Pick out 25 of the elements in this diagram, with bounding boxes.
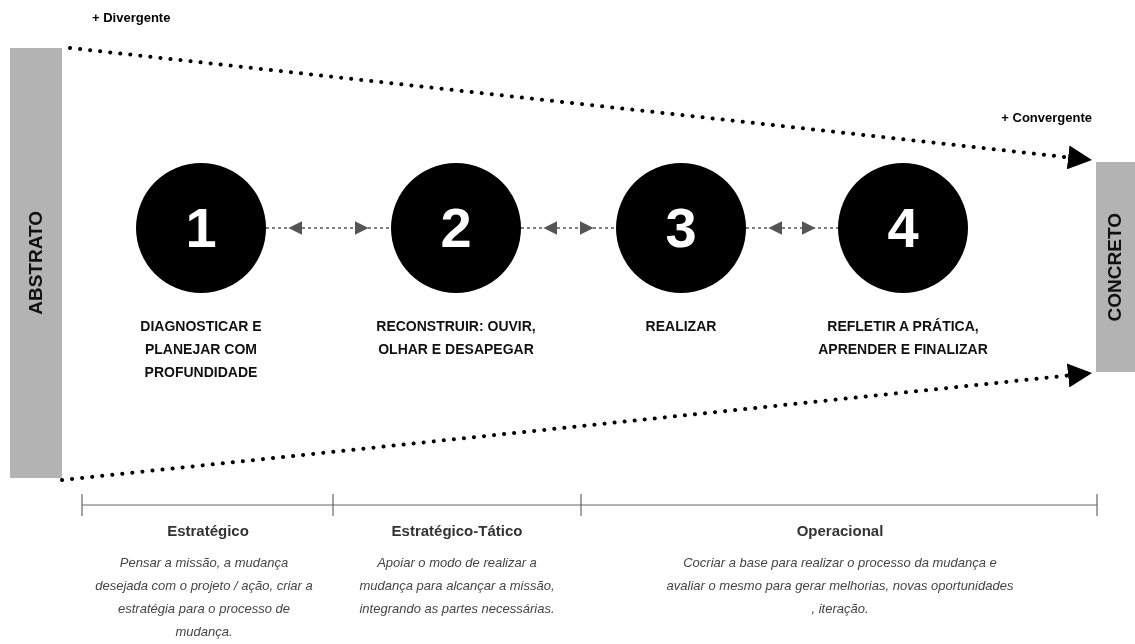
section-heading: Estratégico (166, 521, 250, 541)
step-label: REALIZAR (644, 317, 718, 336)
section-heading: Operacional (795, 521, 885, 541)
line-label: + Convergente (1000, 109, 1092, 127)
double-arrow (745, 221, 839, 235)
side-bar (1096, 162, 1135, 372)
step-number: 1 (185, 200, 217, 256)
step-number: 4 (887, 200, 919, 256)
double-arrow (520, 221, 617, 235)
section-description: Cocriar a base para realizar o processo da mudança e avaliar o mesmo para gerar melhorias, novas oportunidades , iteração. (665, 554, 1015, 618)
dotted-arrow (68, 46, 1094, 170)
side-bar (10, 48, 62, 478)
step-label: DIAGNOSTICAR E PLANEJAR COM PROFUNDIDADE (139, 317, 263, 382)
dotted-arrow (60, 363, 1094, 482)
double-arrow (265, 221, 392, 235)
section-description: Pensar a missão, a mudança desejada com o projeto / ação, criar a estratégia para o processo de mudança. (94, 554, 314, 641)
step-number: 3 (665, 200, 697, 256)
step-label: RECONSTRUIR: OUVIR, OLHAR E DESAPEGAR (376, 317, 536, 359)
section-heading: Estratégico-Tático (390, 521, 524, 541)
bar-label: CONCRETO (1103, 212, 1127, 322)
step-label: REFLETIR A PRÁTICA, APRENDER E FINALIZAR (817, 317, 989, 359)
section-description: Apoiar o modo de realizar a mudança para alcançar a missão, integrando as partes necessárias. (358, 554, 556, 618)
bar-label: ABSTRATO (23, 211, 47, 315)
step-number: 2 (440, 200, 472, 256)
line-label: + Divergente (92, 9, 172, 27)
